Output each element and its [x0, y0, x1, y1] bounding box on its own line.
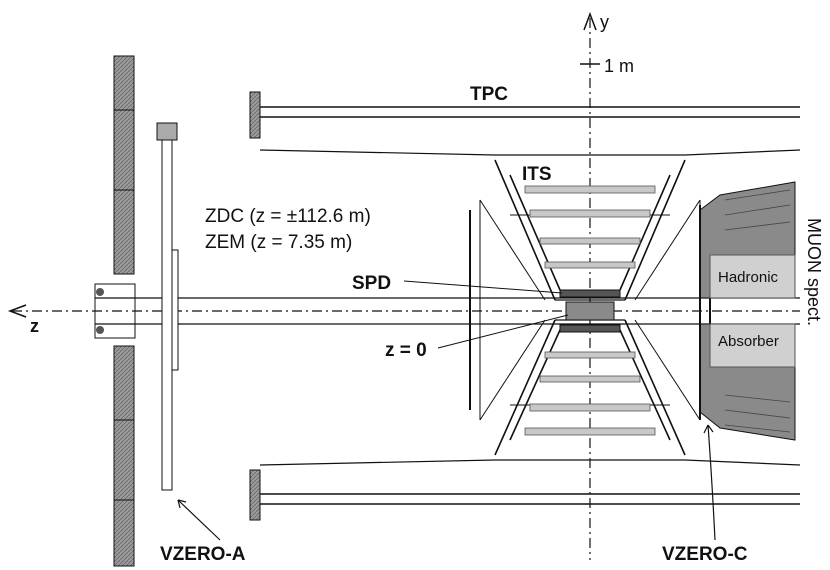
scale-label: 1 m — [604, 56, 634, 76]
left-magnet-columns — [94, 55, 136, 567]
spd-leader — [403, 280, 563, 294]
vzero-a-leader — [177, 499, 221, 541]
z-zero-label: z = 0 — [385, 340, 427, 361]
z-axis — [7, 304, 800, 318]
y-axis-arrow-icon — [583, 11, 597, 31]
vzero-a-label: VZERO-A — [160, 544, 246, 565]
vzero-c-arrow-icon — [703, 424, 714, 434]
zem-label: ZEM (z = 7.35 m) — [205, 232, 352, 253]
vzero-c-label: VZERO-C — [662, 544, 748, 565]
tpc-label: TPC — [470, 84, 508, 105]
vzero-a-arrow-icon — [177, 499, 187, 509]
zdc-label: ZDC (z = ±112.6 m) — [205, 206, 371, 227]
absorber-label: Absorber — [718, 333, 779, 350]
its-label: ITS — [522, 164, 552, 185]
tpc-barrel-top — [249, 91, 801, 156]
vzero-a-detector — [156, 122, 179, 491]
spd-label: SPD — [352, 273, 391, 294]
vzero-c-leader — [707, 424, 716, 541]
z-axis-arrow-icon — [7, 304, 27, 318]
z0-leader — [437, 314, 569, 349]
beam-pipe — [95, 297, 800, 325]
y-axis — [580, 11, 600, 560]
muon-absorber — [699, 181, 796, 441]
its-layers — [524, 185, 656, 436]
leader-lines — [177, 280, 716, 541]
muon-label: MUON spect. — [804, 218, 824, 326]
y-axis-label: y — [600, 12, 609, 32]
tpc-barrel-bottom — [249, 459, 801, 521]
hadronic-label: Hadronic — [718, 269, 779, 286]
spd-detector — [559, 289, 621, 333]
z-axis-label: z — [30, 316, 39, 336]
